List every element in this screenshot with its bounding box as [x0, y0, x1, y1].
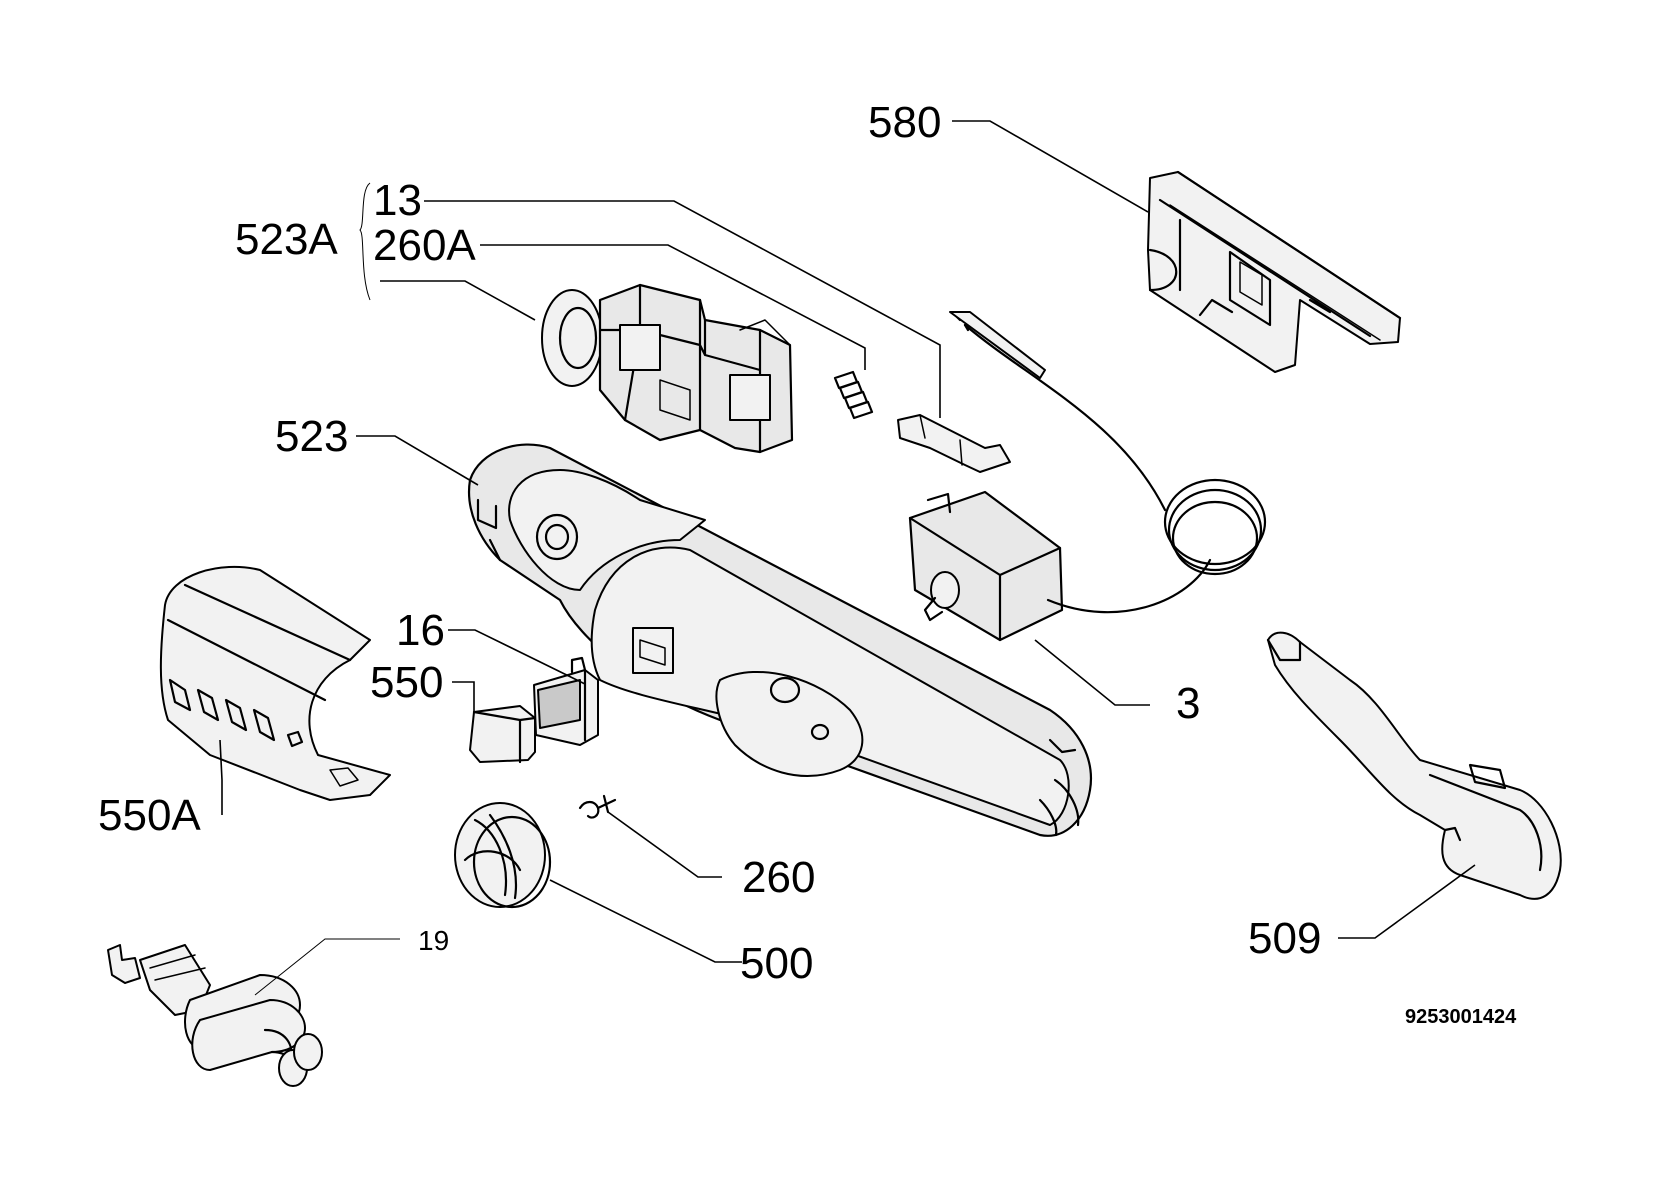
- label-580: 580: [868, 98, 941, 147]
- part-3-thermostat: [908, 311, 1267, 642]
- part-13-pin: [897, 414, 1011, 473]
- part-509-handle: [1266, 631, 1562, 900]
- label-260A: 260A: [373, 221, 476, 270]
- label-523: 523: [275, 412, 348, 461]
- label-16: 16: [396, 606, 445, 655]
- label-523A: 523A: [235, 215, 338, 264]
- part-16-switch: [533, 656, 599, 746]
- part-580-bracket: [1147, 170, 1402, 373]
- label-509: 509: [1248, 914, 1321, 963]
- part-260-clip: [578, 794, 617, 819]
- part-labels: 580 13 523A 260A 523 16 550 3 550A 260 5…: [98, 98, 1517, 1028]
- part-523-housing: [467, 443, 1092, 837]
- part-260A-spring: [833, 370, 874, 420]
- label-13: 13: [373, 176, 422, 225]
- part-550A-lamp-cover: [159, 566, 391, 801]
- part-523A-switch-block: [541, 283, 794, 454]
- part-19-lamp: [107, 944, 323, 1087]
- part-500-knob: [454, 802, 552, 909]
- drawing-number: 9253001424: [1405, 1006, 1517, 1028]
- label-260: 260: [742, 853, 815, 902]
- leader-lines: [219, 120, 1476, 996]
- part-550-cap: [469, 705, 537, 764]
- label-3: 3: [1176, 679, 1200, 728]
- label-550: 550: [370, 658, 443, 707]
- label-500: 500: [740, 939, 813, 988]
- label-550A: 550A: [98, 791, 201, 840]
- label-19: 19: [418, 925, 449, 956]
